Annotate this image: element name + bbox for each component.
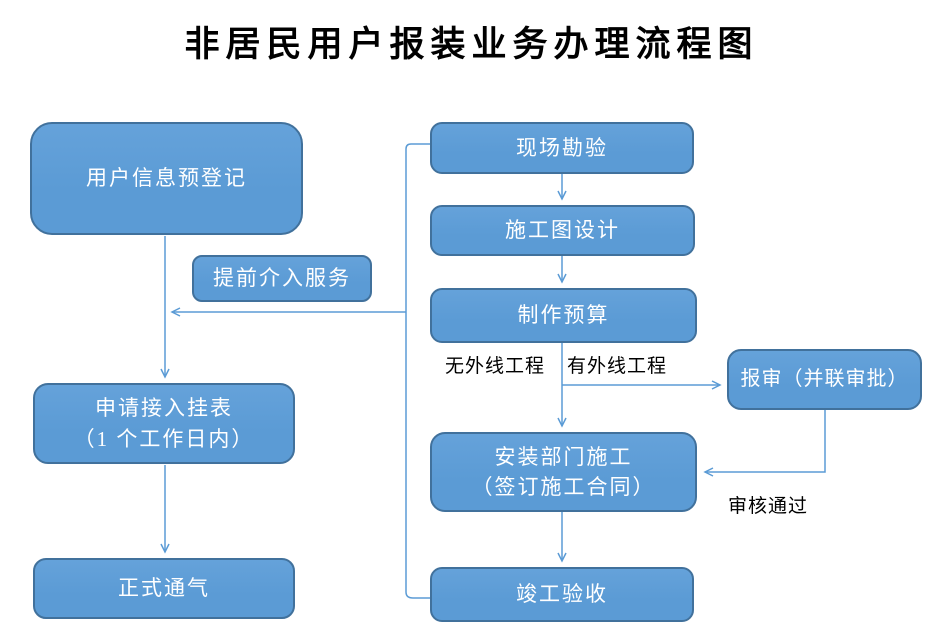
node-label: 安装部门施工 (494, 444, 633, 469)
edge-approval-to-installation (703, 410, 826, 477)
node-approval: 报审（并联审批） (727, 349, 922, 410)
node-construction-design: 施工图设计 (430, 205, 695, 256)
node-label: 报审（并联审批） (740, 368, 909, 390)
node-label: 制作预算 (517, 303, 610, 328)
node-label: （1 个工作日内） (73, 426, 255, 451)
page-title: 非居民用户报装业务办理流程图 (184, 25, 759, 64)
edge-bracket-survey-completion (405, 143, 430, 599)
edge-label-has-external: 有外线工程 (567, 356, 668, 377)
node-label: 用户信息预登记 (86, 166, 247, 191)
node-official-gas: 正式通气 (33, 558, 295, 619)
node-apply-meter: 申请接入挂表 （1 个工作日内） (33, 383, 295, 464)
node-label: 竣工验收 (516, 582, 608, 607)
node-installation: 安装部门施工 （签订施工合同） (430, 432, 697, 512)
node-completion: 竣工验收 (430, 567, 694, 622)
node-label: （签订施工合同） (471, 475, 656, 499)
node-label: 申请接入挂表 (95, 396, 233, 421)
edge-label-approval-passed: 审核通过 (728, 496, 809, 517)
node-early-service: 提前介入服务 (192, 255, 372, 302)
node-label: 施工图设计 (505, 218, 620, 243)
node-user-preregister: 用户信息预登记 (30, 122, 303, 235)
edge-label-no-external: 无外线工程 (445, 356, 546, 377)
node-label: 正式通气 (118, 576, 210, 601)
node-budget: 制作预算 (430, 288, 697, 343)
node-label: 提前介入服务 (213, 266, 351, 291)
node-site-survey: 现场勘验 (430, 122, 694, 174)
node-label: 现场勘验 (516, 135, 608, 160)
